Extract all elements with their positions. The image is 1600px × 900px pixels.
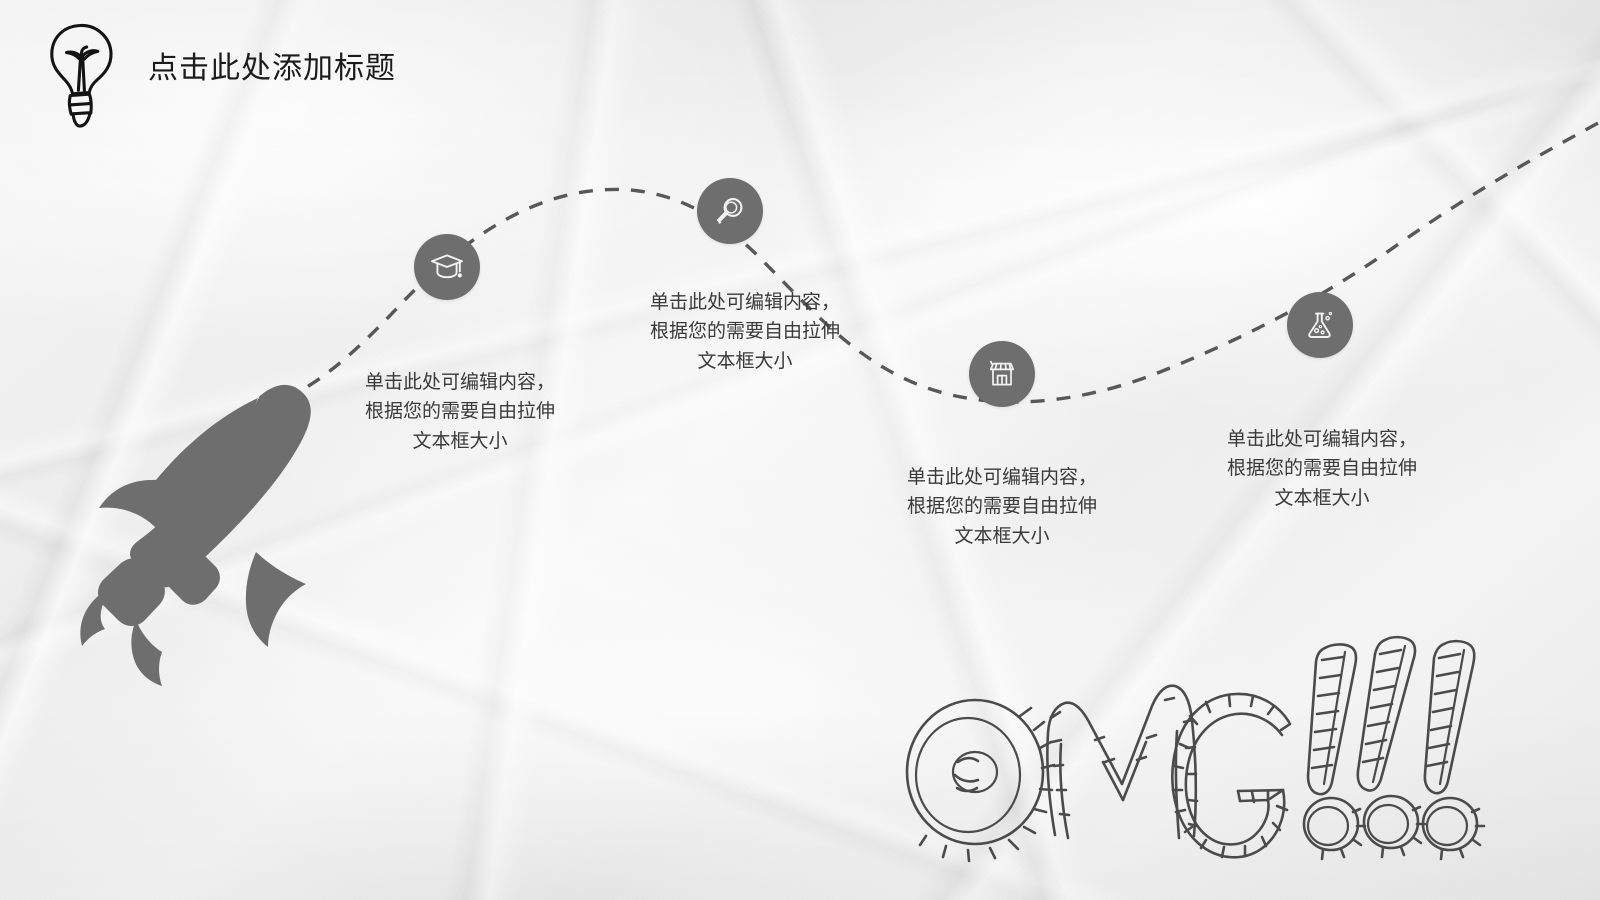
node-graduation-cap[interactable] bbox=[414, 234, 480, 300]
node-caption-2: 单击此处可编辑内容，根据您的需要自由拉伸文本框大小 bbox=[649, 292, 840, 372]
node-search[interactable] bbox=[697, 178, 763, 244]
page-title: 点击此处添加标题 bbox=[148, 52, 396, 85]
node-caption-3: 单击此处可编辑内容，根据您的需要自由拉伸文本框大小 bbox=[906, 467, 1097, 547]
storefront-shop-icon bbox=[989, 360, 1015, 386]
search-magnifier-icon bbox=[716, 198, 743, 224]
node-flask[interactable] bbox=[1287, 292, 1353, 358]
lightbulb-icon bbox=[34, 18, 126, 130]
lab-flask-icon bbox=[1308, 311, 1333, 338]
node-caption-4: 单击此处可编辑内容，根据您的需要自由拉伸文本框大小 bbox=[1226, 429, 1417, 509]
node-shop[interactable] bbox=[969, 341, 1035, 407]
graduation-cap-icon bbox=[431, 254, 463, 279]
node-caption-1: 单击此处可编辑内容，根据您的需要自由拉伸文本框大小 bbox=[364, 372, 555, 452]
